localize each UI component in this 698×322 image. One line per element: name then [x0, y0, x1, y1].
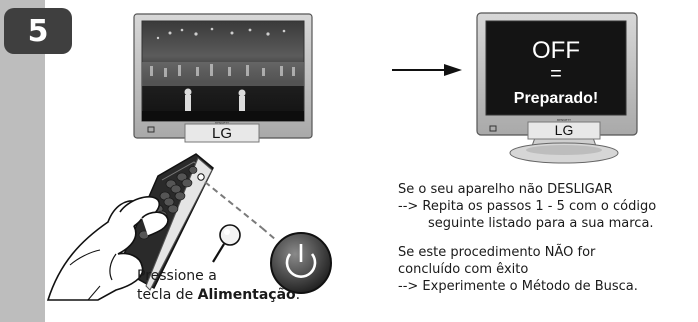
magnifier-icon	[212, 224, 241, 263]
instructions-p1-line1: Se o seu aparelho não DESLIGAR	[398, 182, 613, 197]
tv-right: BENNETT	[476, 12, 638, 164]
hand-icon	[46, 196, 169, 301]
tv-right-screen-ready: Preparado!	[514, 90, 598, 107]
tv-left-brand: LG	[212, 125, 232, 142]
instructions-p2-line3: --> Experimente o Método de Busca.	[398, 279, 638, 294]
tv-right-screen-off: OFF	[532, 37, 580, 64]
step-number-badge: 5	[4, 8, 72, 54]
svg-text:BENNETT: BENNETT	[557, 118, 571, 122]
tv-right-brand-plate	[527, 121, 601, 140]
tv-left-brand-plate	[184, 123, 260, 143]
power-icon	[270, 232, 332, 294]
instructions-p1-line2: --> Repita os passos 1 - 5 com o código	[398, 199, 657, 214]
instructions-p1-line3: seguinte listado para a sua marca.	[428, 216, 654, 231]
caption-line-1: Pressione a	[137, 268, 217, 284]
tv-right-brand: LG	[555, 122, 574, 138]
pointer-dashed-line	[204, 181, 263, 229]
caption-bold-key: Alimentação	[197, 287, 296, 303]
svg-text:BENNETT: BENNETT	[215, 121, 229, 125]
caption-line-2: tecla de Alimentação.	[137, 287, 300, 304]
caption-suffix: .	[295, 287, 301, 303]
arrow-right-icon	[392, 64, 462, 76]
tv-left: BENNETT	[133, 13, 313, 139]
instructions-p2-line1: Se este procedimento NÃO for	[398, 245, 596, 260]
caption-prefix: tecla de	[137, 287, 198, 303]
tv-right-screen-equals: =	[550, 63, 562, 85]
instructions-p2-line2: concluído com êxito	[398, 262, 529, 277]
